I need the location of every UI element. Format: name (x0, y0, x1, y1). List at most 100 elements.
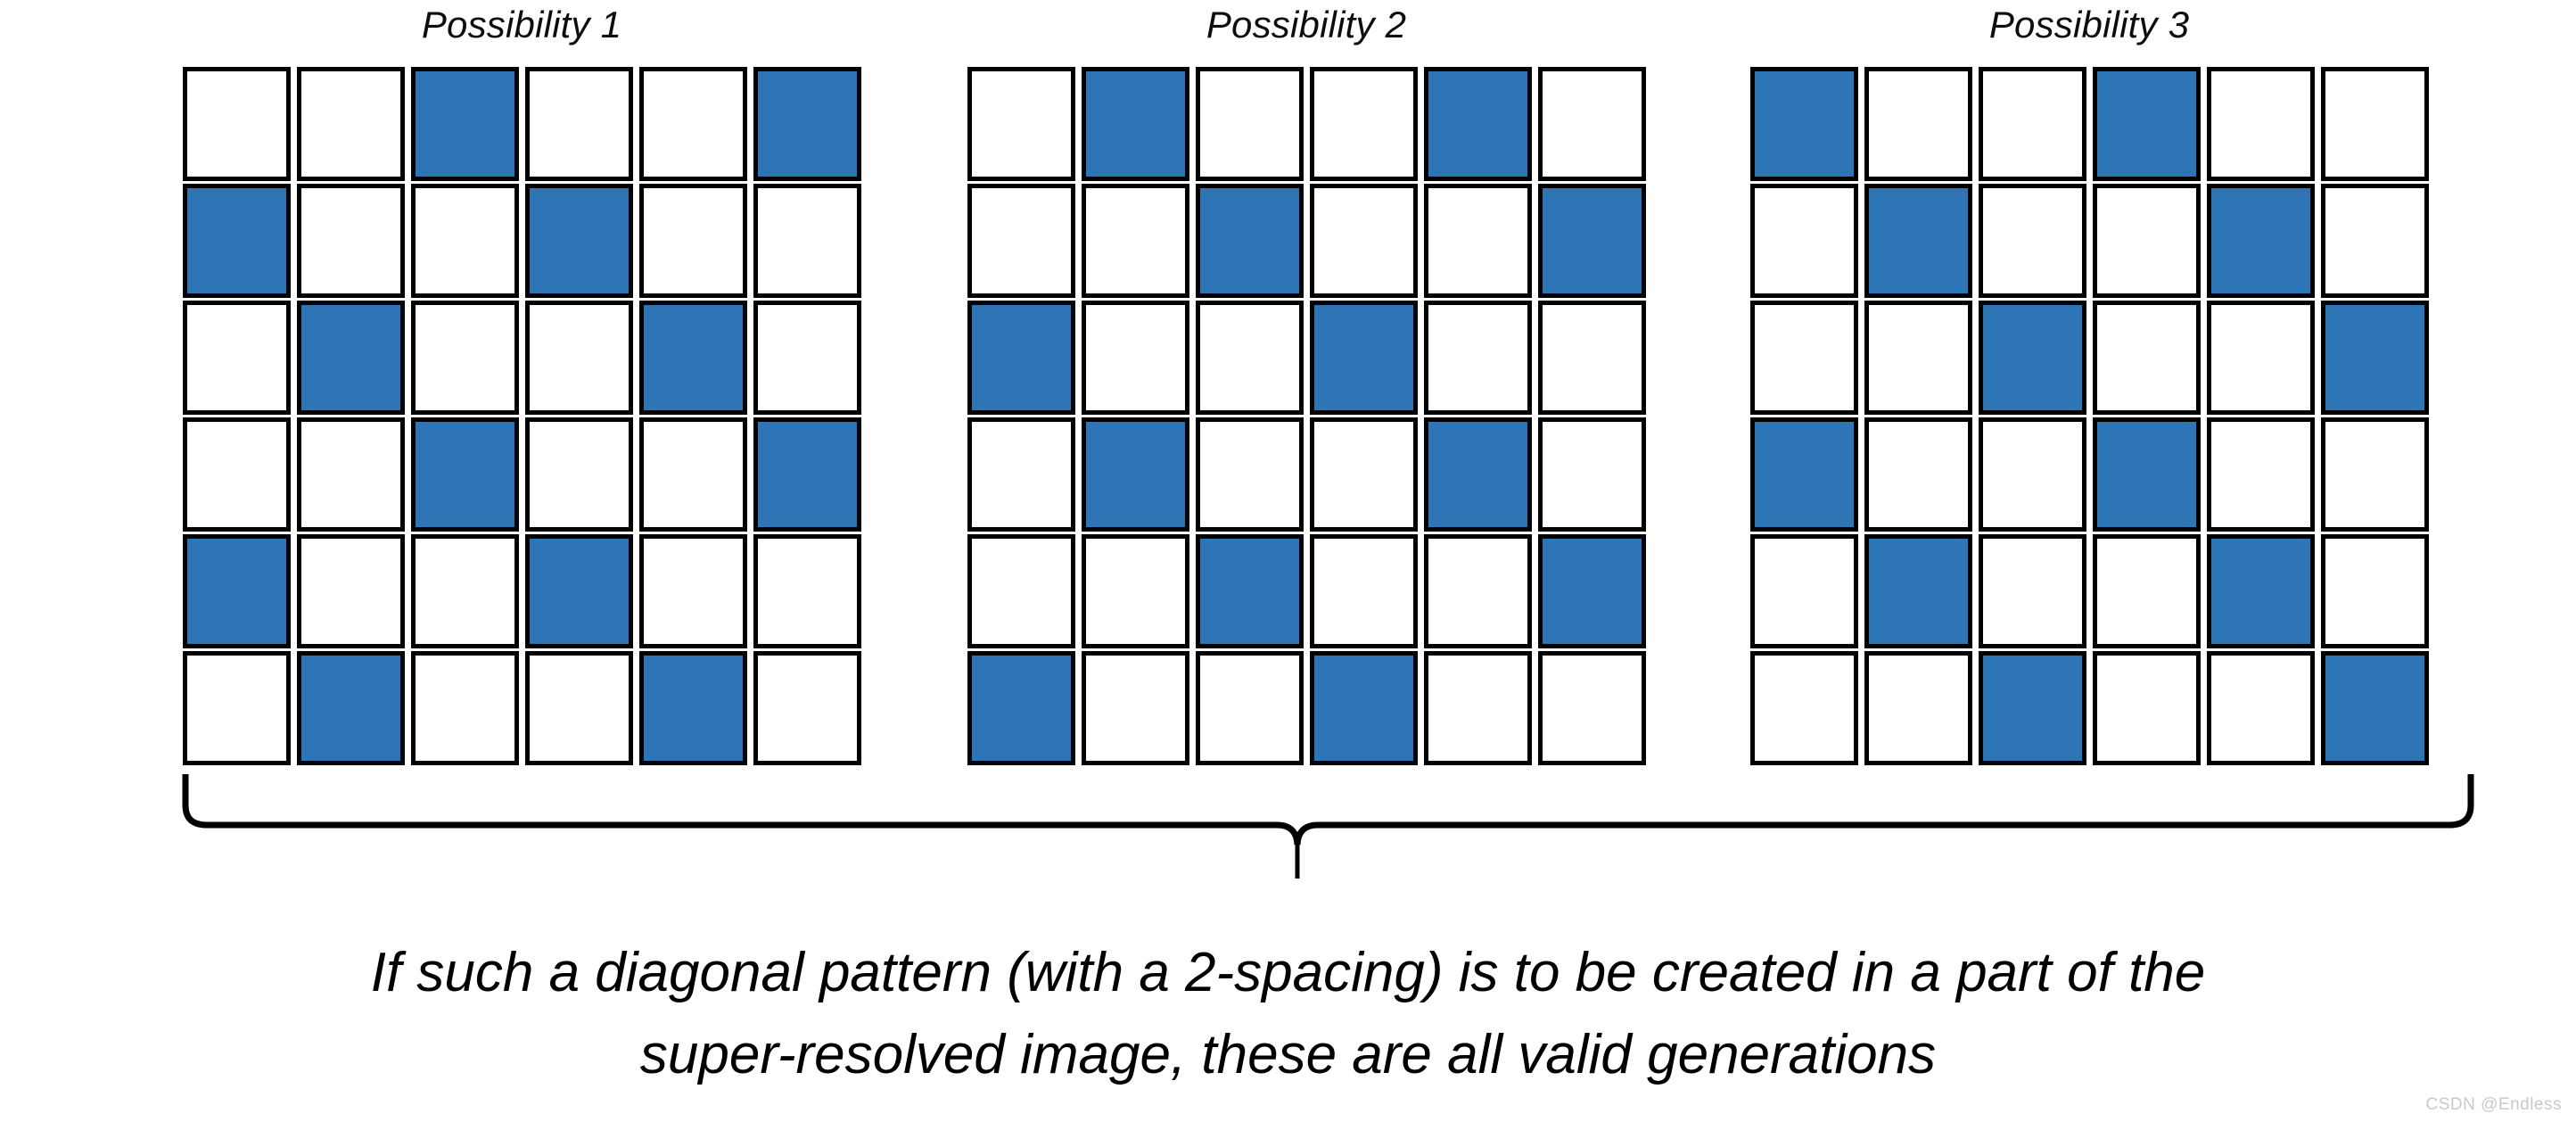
pixel-cell (967, 184, 1075, 298)
pixel-cell (411, 301, 519, 415)
pixel-cell (2207, 651, 2315, 765)
pixel-cell (1082, 651, 1189, 765)
pixel-cell (183, 67, 291, 181)
pixel-cell (1538, 184, 1646, 298)
pixel-cell (2321, 651, 2429, 765)
pixel-cell (1196, 417, 1304, 532)
pixel-cell (1750, 67, 1858, 181)
pixel-cell (2321, 417, 2429, 532)
pixel-cell (1864, 417, 1972, 532)
pixel-cell (1196, 534, 1304, 648)
pixel-cell (753, 417, 861, 532)
pixel-cell (753, 534, 861, 648)
pixel-grid-3 (1750, 67, 2429, 765)
pixel-cell (1979, 301, 2086, 415)
pixel-cell (183, 301, 291, 415)
pixel-cell (525, 534, 633, 648)
pixel-cell (1538, 301, 1646, 415)
pixel-cell (1310, 301, 1418, 415)
pixel-cell (525, 67, 633, 181)
pixel-cell (183, 651, 291, 765)
pixel-cell (1750, 651, 1858, 765)
pixel-cell (297, 67, 405, 181)
pixel-cell (1424, 67, 1532, 181)
caption-line-1: If such a diagonal pattern (with a 2-spa… (370, 942, 2206, 1003)
pixel-cell (1979, 651, 2086, 765)
underbrace-group (0, 763, 2576, 896)
pixel-cell (1310, 67, 1418, 181)
pixel-cell (1864, 651, 1972, 765)
pixel-cell (183, 534, 291, 648)
pixel-cell (1979, 534, 2086, 648)
pixel-cell (967, 301, 1075, 415)
pixel-cell (1750, 534, 1858, 648)
pixel-cell (1538, 534, 1646, 648)
pixel-cell (639, 534, 747, 648)
pixel-cell (2093, 534, 2201, 648)
pixel-cell (525, 417, 633, 532)
pixel-cell (2207, 67, 2315, 181)
pixel-cell (639, 651, 747, 765)
pixel-cell (411, 417, 519, 532)
pixel-cell (967, 534, 1075, 648)
pixel-cell (1424, 301, 1532, 415)
pixel-cell (525, 184, 633, 298)
possibility-panels: Possibility 1 Possibility 2 Possibility … (183, 4, 2429, 765)
pixel-cell (297, 534, 405, 648)
pixel-cell (2093, 651, 2201, 765)
pixel-cell (2207, 301, 2315, 415)
pixel-cell (525, 651, 633, 765)
pixel-cell (753, 67, 861, 181)
pixel-cell (2093, 301, 2201, 415)
pixel-cell (753, 301, 861, 415)
pixel-cell (2093, 184, 2201, 298)
pixel-cell (1082, 67, 1189, 181)
pixel-cell (183, 184, 291, 298)
pixel-cell (1424, 534, 1532, 648)
pixel-cell (1979, 67, 2086, 181)
pixel-cell (1750, 184, 1858, 298)
pixel-cell (1424, 417, 1532, 532)
pixel-cell (2093, 417, 2201, 532)
pixel-cell (1750, 301, 1858, 415)
pixel-cell (1424, 651, 1532, 765)
pixel-cell (411, 184, 519, 298)
pixel-cell (411, 651, 519, 765)
pixel-cell (2207, 417, 2315, 532)
pixel-cell (1538, 67, 1646, 181)
pixel-cell (753, 184, 861, 298)
panel-title-3: Possibility 3 (1988, 4, 2190, 45)
pixel-cell (1979, 184, 2086, 298)
pixel-cell (1750, 417, 1858, 532)
watermark-label: CSDN @Endless (2425, 1095, 2562, 1114)
pixel-cell (967, 651, 1075, 765)
pixel-cell (297, 417, 405, 532)
pixel-cell (1310, 534, 1418, 648)
pixel-cell (1082, 417, 1189, 532)
pixel-cell (297, 184, 405, 298)
pixel-cell (1538, 651, 1646, 765)
pixel-cell (1310, 417, 1418, 532)
pixel-grid-1 (183, 67, 861, 765)
pixel-cell (1310, 184, 1418, 298)
pixel-cell (639, 417, 747, 532)
pixel-cell (2207, 534, 2315, 648)
pixel-cell (2321, 184, 2429, 298)
pixel-cell (1538, 417, 1646, 532)
pixel-cell (1864, 67, 1972, 181)
panel-title-1: Possibility 1 (421, 4, 622, 45)
underbrace-icon (182, 774, 2474, 879)
pixel-cell (1196, 301, 1304, 415)
caption-line-2: super-resolved image, these are all vali… (639, 1024, 1937, 1085)
pixel-cell (2093, 67, 2201, 181)
pixel-cell (639, 67, 747, 181)
pixel-cell (2321, 301, 2429, 415)
pixel-cell (639, 184, 747, 298)
pixel-cell (967, 417, 1075, 532)
pixel-cell (1864, 301, 1972, 415)
pixel-cell (411, 534, 519, 648)
pixel-cell (753, 651, 861, 765)
pixel-cell (1424, 184, 1532, 298)
pixel-cell (1196, 651, 1304, 765)
pixel-cell (2207, 184, 2315, 298)
